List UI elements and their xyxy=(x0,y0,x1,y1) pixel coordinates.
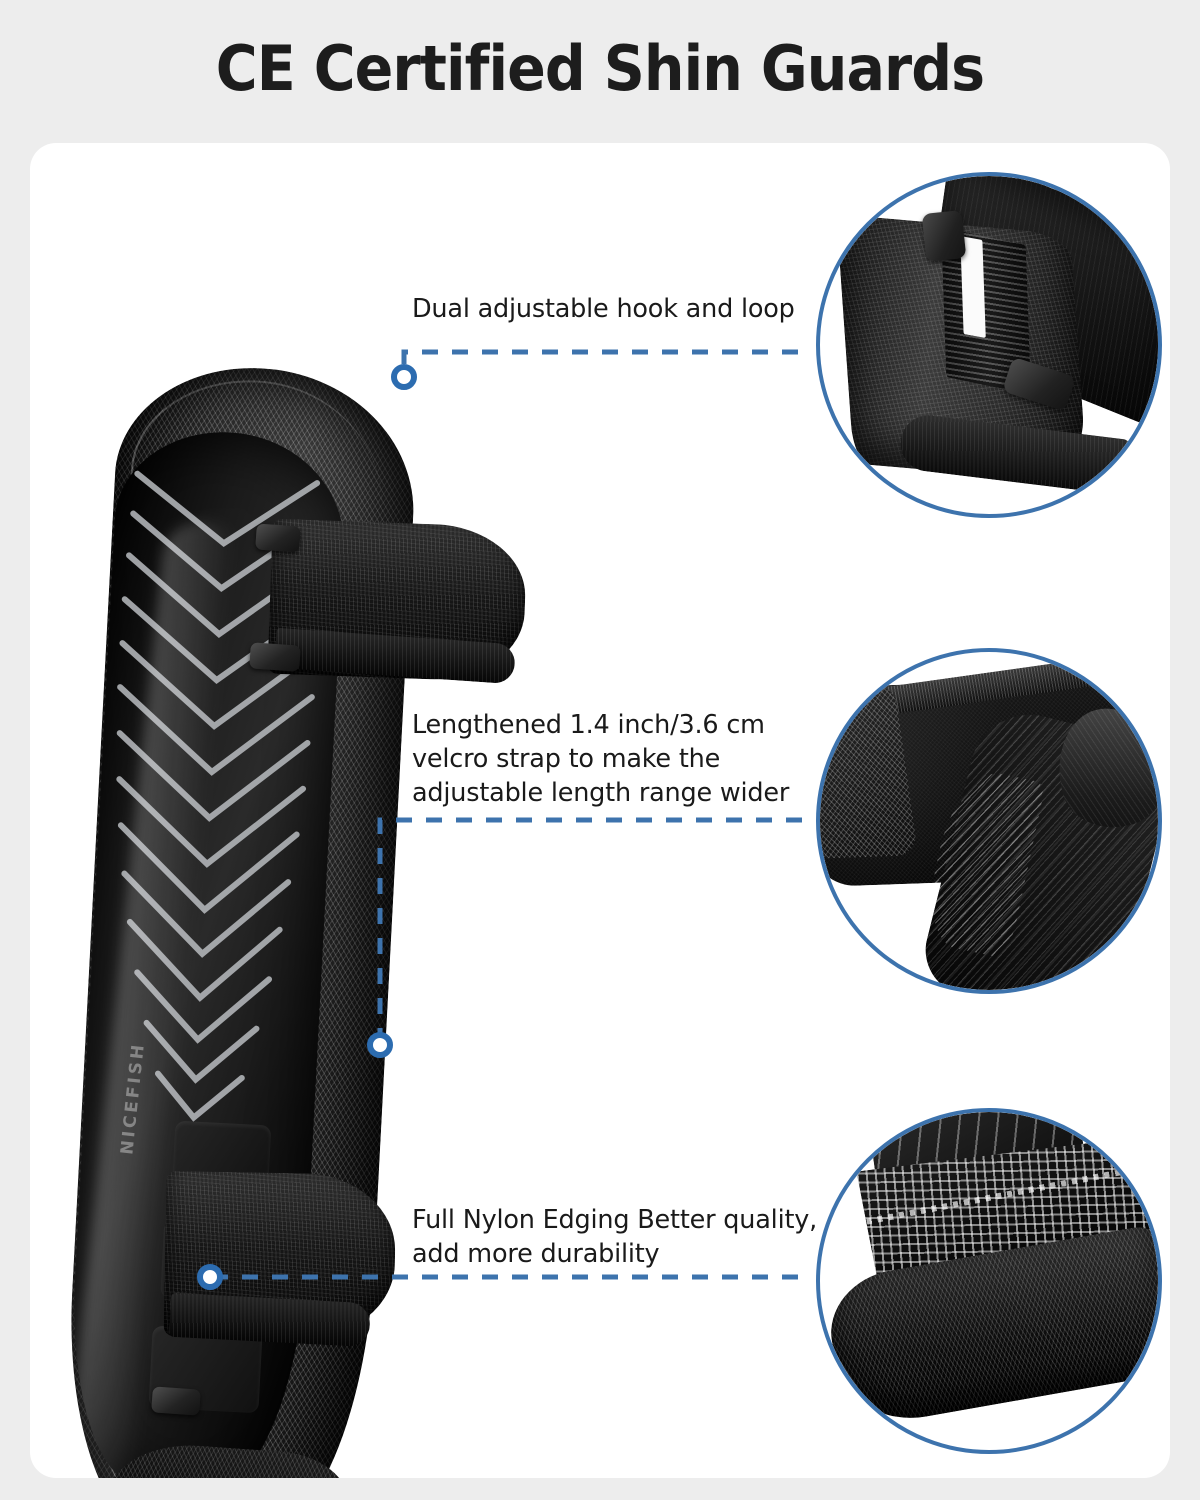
upper-strap-buckle-top xyxy=(255,523,301,553)
content-card: NICEFISH xyxy=(30,143,1170,1478)
buckle-upper xyxy=(921,210,967,262)
detail-image-strap-buckle-closeup xyxy=(816,172,1162,518)
guard-inner-shell: NICEFISH xyxy=(64,426,350,1478)
detail-image-nylon-edging-closeup xyxy=(816,1108,1162,1454)
guard-chevron-pattern xyxy=(116,470,321,1122)
callout-text-nylon-edging: Full Nylon Edging Better quality, add mo… xyxy=(412,1205,818,1269)
callout-text-hook-and-loop: Dual adjustable hook and loop xyxy=(412,294,795,324)
page-title: CE Certified Shin Guards xyxy=(215,32,985,105)
callout-text-velcro-strap: Lengthened 1.4 inch/3.6 cm velcro strap … xyxy=(412,710,790,808)
upper-strap-buckle-bottom xyxy=(249,642,301,672)
lower-strap-buckle-top xyxy=(151,1386,201,1416)
product-image-shin-guard: NICEFISH xyxy=(59,360,528,1478)
detail-image-velcro-hook-loop-closeup xyxy=(816,648,1162,994)
